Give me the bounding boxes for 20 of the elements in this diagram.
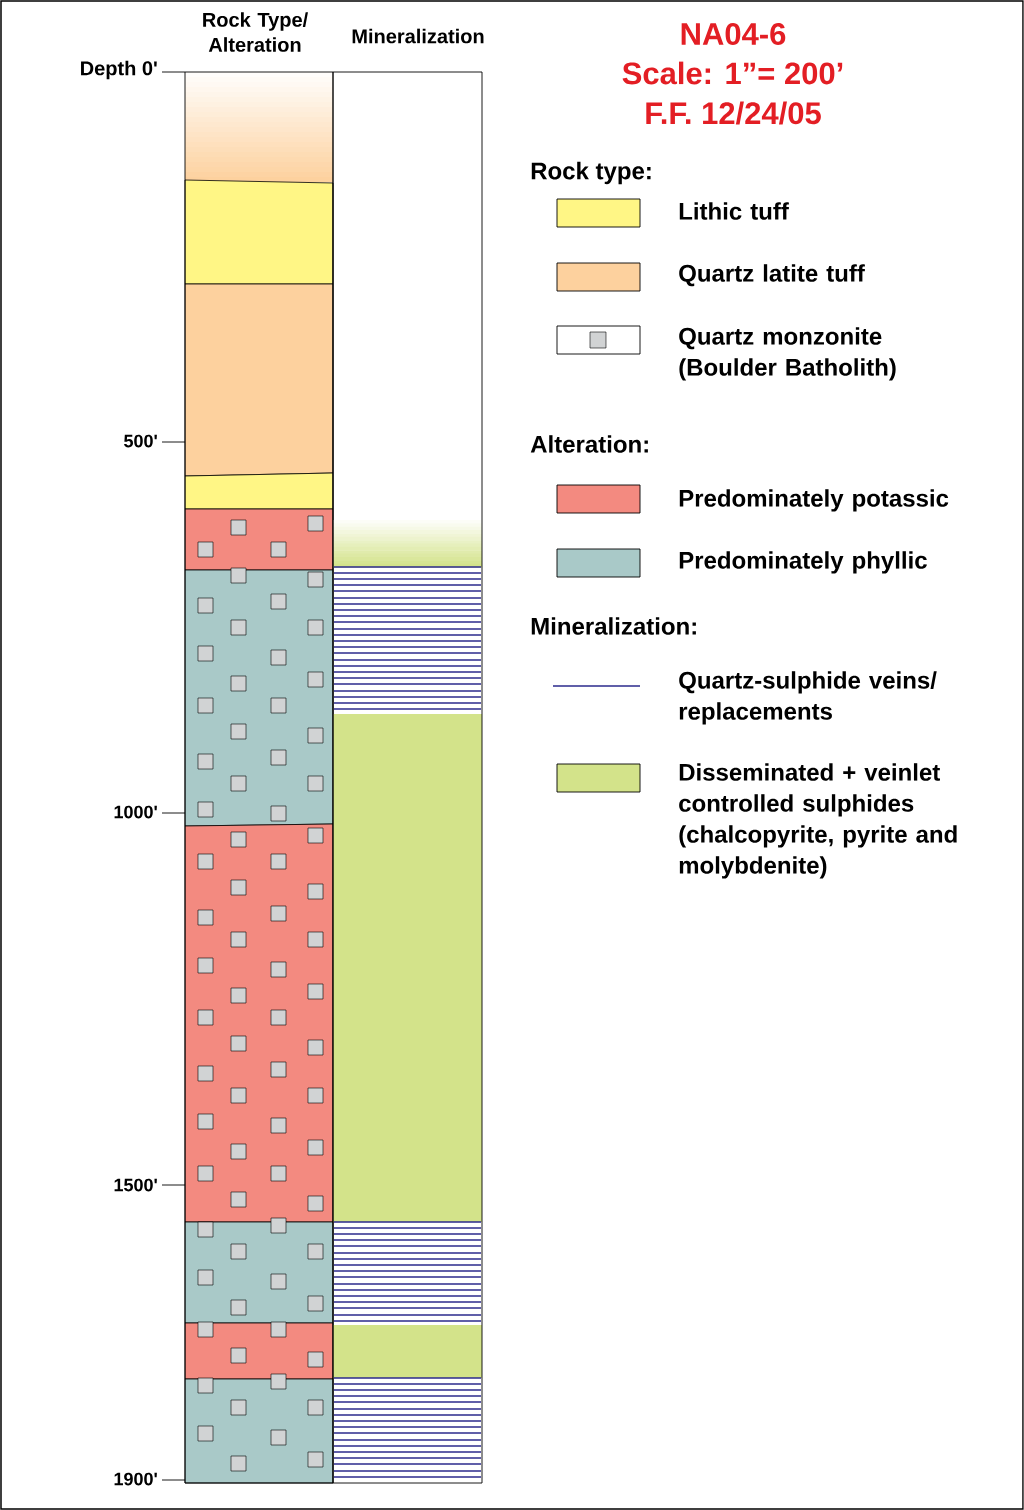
legend-label: Quartz monzonite (Boulder Batholith) (679, 327, 896, 381)
depth-label: 1500' (114, 1178, 157, 1192)
legend-label: Quartz latite tuff (679, 264, 865, 287)
legend-heading: Mineralization: (531, 617, 696, 635)
depth-label: 1000' (114, 805, 157, 819)
title: NA04-6 (681, 23, 786, 45)
column-heading: Rock Type/ Alteration (203, 12, 308, 52)
legend-label: Predominately phyllic (679, 551, 927, 574)
title: F.F. 12/24/05 (646, 101, 821, 125)
depth-label: 500' (124, 434, 157, 448)
legend-label: Lithic tuff (679, 202, 789, 220)
depth-label: Depth 0' (81, 60, 157, 80)
depth-label: 1900' (114, 1472, 157, 1486)
legend-label: Disseminated + veinlet controlled sulphides (chalcopyrite, pyrite and molybdenite) (679, 763, 957, 879)
legend-heading: Rock type: (531, 161, 651, 185)
legend-label: Predominately potassic (679, 489, 949, 512)
legend-label: Quartz-sulphide veins/ replacements (679, 671, 937, 725)
legend-heading: Alteration: (530, 435, 648, 453)
title: Scale: 1”= 200’ (622, 61, 843, 85)
column-heading: Mineralization (352, 28, 484, 44)
